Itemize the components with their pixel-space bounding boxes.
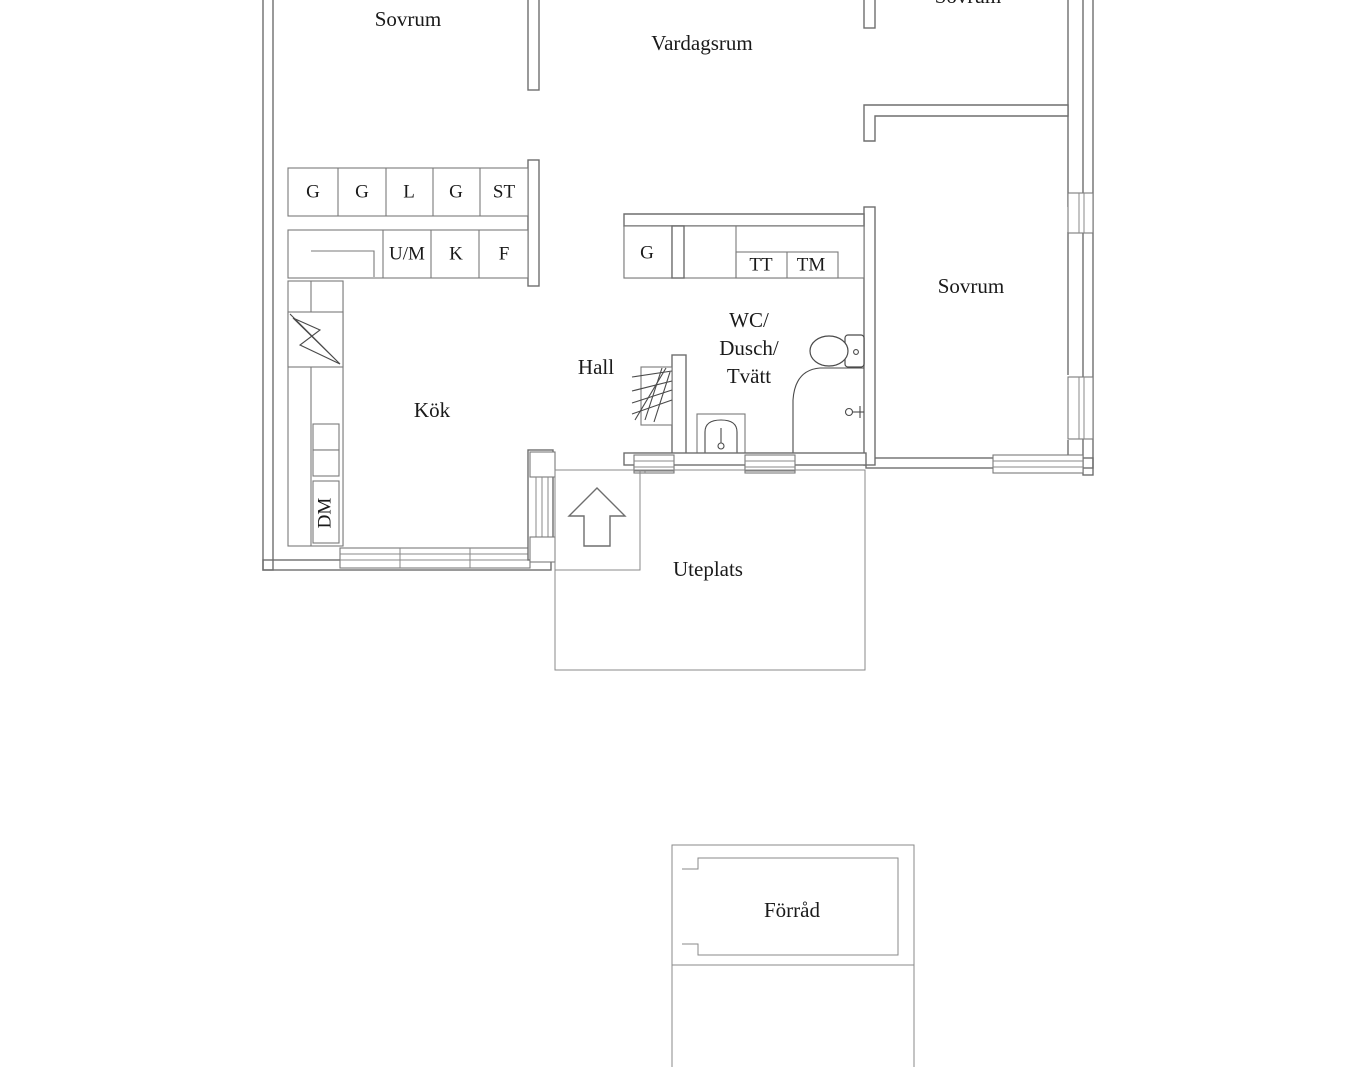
room-label-sovrum-top-right: Sovrum	[935, 0, 1002, 8]
threshold-wc-overlay	[744, 454, 796, 472]
laundry-label-tm: TM	[797, 254, 826, 275]
window-right-upper	[1067, 192, 1094, 234]
shower-screen	[792, 367, 864, 458]
partition-vardagsrum-sovrum-tr	[863, 0, 876, 29]
window-bottom-right	[992, 454, 1084, 474]
closet-row-upper-body	[287, 167, 529, 217]
dishwasher-unit	[312, 480, 340, 544]
partition-sovrum-right-left	[863, 206, 876, 466]
closet-row-upper: G G L G ST	[287, 167, 529, 217]
partition-kitchen-right	[527, 159, 540, 287]
kitchen-unit-label-f: F	[499, 243, 510, 264]
threshold-group	[623, 452, 867, 474]
wc-label-line-2: Dusch/	[719, 336, 779, 360]
forrad-inner-outline	[682, 857, 899, 956]
entry-door-jamb	[529, 451, 556, 478]
room-label-kok: Kök	[414, 398, 451, 422]
entry-door-jamb-lower	[529, 536, 556, 563]
kitchen-unit-row: U/M K F	[287, 229, 529, 546]
threshold-hall-overlay	[633, 454, 675, 472]
room-label-hall: Hall	[578, 355, 614, 379]
forrad-building	[671, 844, 915, 1067]
window-group-right	[1067, 192, 1094, 440]
room-label-wc-dusch-tvatt: WC/ Dusch/ Tvätt	[719, 308, 779, 388]
toilet-fixture	[809, 334, 865, 368]
window-group-bottom	[339, 454, 1084, 569]
kitchen-unit-label-um: U/M	[389, 243, 425, 264]
uteplats-step	[554, 469, 641, 571]
window-right-lower	[1067, 376, 1094, 440]
partition-sovrum-tr-bottom	[863, 104, 1069, 142]
partition-sovrum-vardagsrum	[527, 0, 540, 91]
kitchen-drawer-2	[312, 449, 340, 477]
window-bottom-kitchen	[339, 547, 531, 569]
kitchen-left-run: DM	[287, 280, 344, 547]
closet-label-l: L	[403, 181, 415, 202]
wc-label-line-3: Tvätt	[727, 364, 771, 388]
partition-hall-wc	[671, 354, 687, 464]
closet-label-g-1: G	[306, 181, 320, 202]
laundry-label-tt: TT	[749, 254, 773, 275]
entry-door-group	[529, 451, 556, 563]
closet-label-st: ST	[493, 181, 516, 202]
hall-storage-group: G TT TM	[623, 225, 865, 279]
partition-hall-storage-stub	[671, 225, 685, 279]
dishwasher-label: DM	[314, 498, 335, 529]
exterior-wall-left	[262, 0, 274, 571]
kitchen-drawer-1	[312, 423, 340, 451]
closet-g-hall-box	[623, 225, 673, 279]
washbasin-fixture	[696, 413, 746, 457]
wc-label-line-1: WC/	[729, 308, 769, 332]
uteplats-outline	[554, 469, 866, 671]
room-labels: Sovrum Vardagsrum Sovrum Sovrum Kök Hall…	[375, 0, 1005, 922]
kitchen-unit-label-k: K	[449, 243, 463, 264]
forrad-outer-lower	[671, 964, 915, 1067]
wc-fixtures	[631, 334, 865, 458]
room-label-sovrum-top-left: Sovrum	[375, 7, 442, 31]
kitchen-counter-inner	[311, 250, 375, 277]
shower-mixer-icon	[844, 406, 864, 418]
kitchen-sink-fixture	[287, 311, 344, 368]
closet-label-g-2: G	[355, 181, 369, 202]
room-label-vardagsrum: Vardagsrum	[651, 31, 752, 55]
closet-label-g-3: G	[449, 181, 463, 202]
entrance-arrow-icon	[567, 487, 627, 547]
shower-fixture	[631, 366, 673, 426]
room-label-forrad: Förråd	[764, 898, 820, 922]
partition-wc-top	[623, 213, 865, 227]
room-label-uteplats: Uteplats	[673, 557, 743, 581]
closet-label-g-hall: G	[640, 242, 654, 263]
kitchen-unit-row-body	[287, 229, 529, 279]
room-label-sovrum-right: Sovrum	[938, 274, 1005, 298]
